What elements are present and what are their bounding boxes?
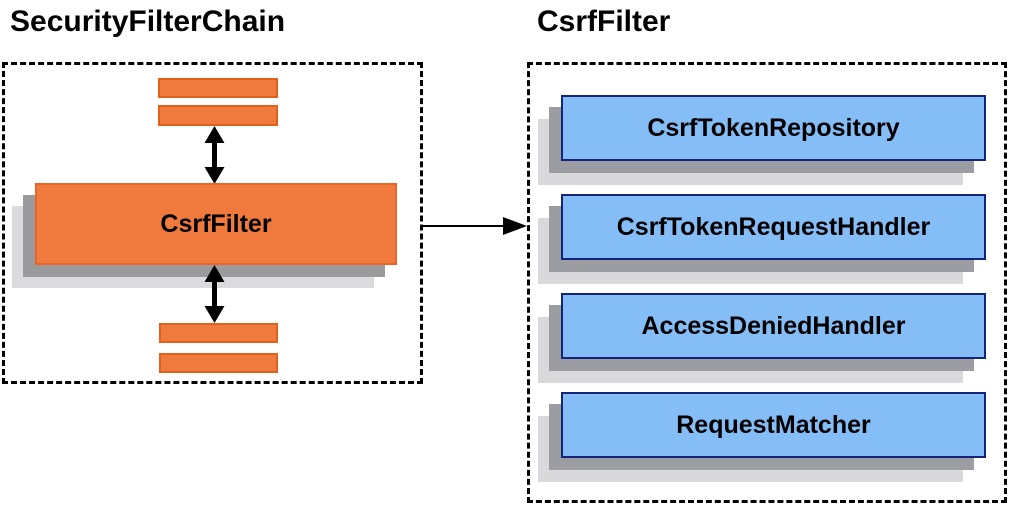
component-access-denied-handler: AccessDeniedHandler [561,293,986,359]
csrf-filter-node: CsrfFilter [35,183,397,265]
double-arrow-icon [204,265,225,323]
component-label: AccessDeniedHandler [641,311,906,340]
security-filter-chain-container [2,62,423,384]
component-csrf-token-repository: CsrfTokenRepository [561,95,986,161]
component-label: CsrfTokenRepository [647,113,900,142]
csrf-filter-container [527,62,1007,503]
component-label: CsrfTokenRequestHandler [616,212,931,241]
double-arrow-icon [204,126,225,184]
component-label: RequestMatcher [676,410,871,439]
arrow-right-icon [423,217,527,235]
csrf-filter-title: CsrfFilter [537,5,671,38]
filter-placeholder-bar [159,323,278,343]
security-filter-chain-title: SecurityFilterChain [10,5,286,38]
component-request-matcher: RequestMatcher [561,392,986,458]
filter-placeholder-bar [158,78,278,98]
component-csrf-token-request-handler: CsrfTokenRequestHandler [561,194,986,260]
filter-placeholder-bar [159,353,278,373]
filter-placeholder-bar [158,105,278,126]
csrf-filter-node-label: CsrfFilter [160,209,272,238]
